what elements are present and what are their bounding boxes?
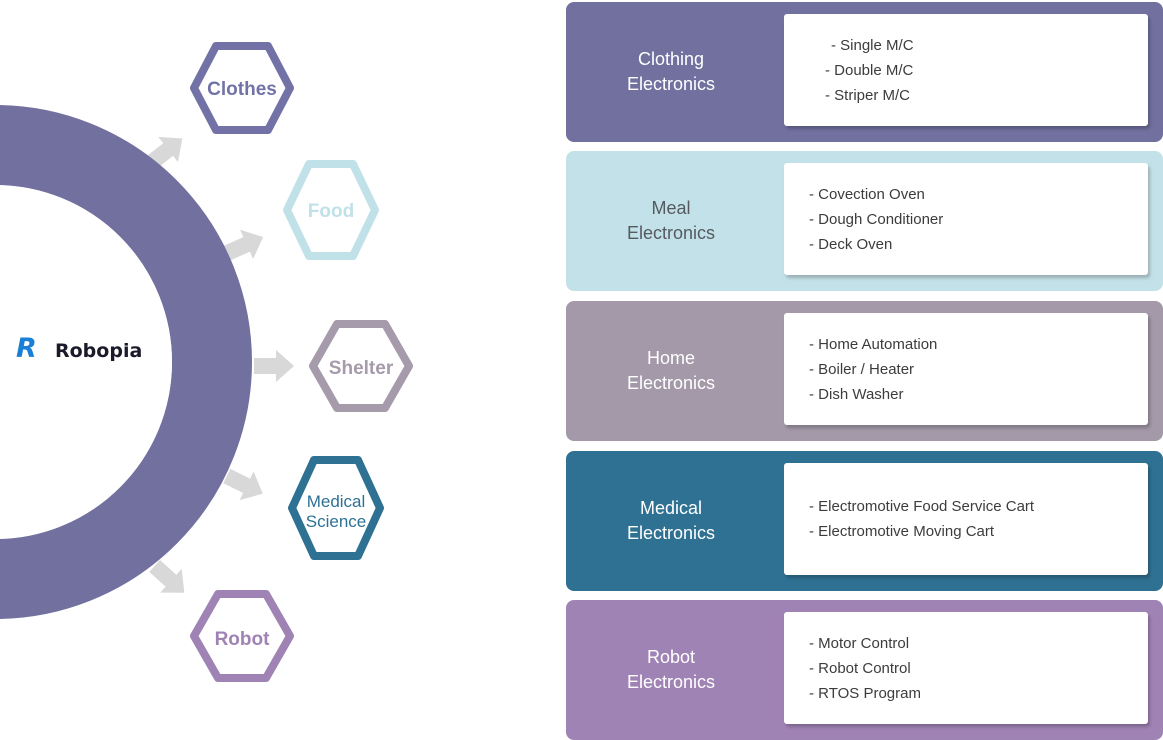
robopia-logo: R Robopia: [16, 333, 142, 364]
hexagon-robot-outline: [190, 590, 294, 682]
hexagon-shelter: Shelter: [309, 320, 413, 412]
category-item: - Dish Washer: [809, 385, 904, 403]
category-card-meal-electronics: Meal Electronics - Covection Oven - Doug…: [566, 151, 1163, 291]
category-card-home-electronics: Home Electronics - Home Automation - Boi…: [566, 301, 1163, 441]
category-title-line: Meal: [651, 198, 691, 218]
hexagon-food-label: Food: [308, 201, 354, 222]
hexagon-medical-science: Medical Science: [288, 456, 384, 560]
category-title-line: Electronics: [626, 74, 716, 94]
category-title-line: Electronics: [626, 523, 716, 543]
category-card-medical-electronics: Medical Electronics - Electromotive Food…: [566, 451, 1163, 591]
arrows-group: [145, 136, 294, 593]
hexagon-clothes-outline: [190, 42, 294, 134]
category-title-line: Clothing: [637, 49, 705, 69]
category-item: - Double M/C: [825, 61, 914, 79]
category-title-line: Electronics: [626, 672, 716, 692]
category-item: - RTOS Program: [809, 684, 921, 702]
category-items-panel: - Electromotive Food Service Cart - Elec…: [784, 463, 1148, 575]
arrow-to-shelter-icon: [254, 350, 294, 382]
center-disc: [0, 185, 172, 539]
category-title-line: Robot: [646, 647, 696, 667]
hexagon-medical-science-label-line-2: Science: [306, 512, 366, 531]
business-area-diagram: R Robopia Clothes Food Shelter Medical S…: [0, 42, 413, 682]
hexagon-food-outline: [283, 160, 379, 260]
category-title-line: Electronics: [626, 373, 716, 393]
category-items-panel: - Home Automation - Boiler / Heater - Di…: [784, 313, 1148, 425]
hexagon-food: Food: [283, 160, 379, 260]
hexagon-shelter-outline: [309, 320, 413, 412]
hexagons-group: Clothes Food Shelter Medical Science Rob…: [190, 42, 413, 682]
category-items-panel: - Motor Control - Robot Control - RTOS P…: [784, 612, 1148, 724]
category-items-panel: - Covection Oven - Dough Conditioner - D…: [784, 163, 1148, 275]
category-item: - Robot Control: [809, 659, 911, 677]
category-title-line: Medical: [639, 498, 703, 518]
category-card-clothing-electronics: Clothing Electronics - Single M/C - Doub…: [566, 2, 1163, 142]
category-item: - Electromotive Moving Cart: [809, 523, 995, 540]
category-card-robot-electronics: Robot Electronics - Motor Control - Robo…: [566, 600, 1163, 740]
category-item: - Home Automation: [809, 335, 938, 353]
category-title: Robot Electronics: [566, 600, 776, 740]
hexagon-robot: Robot: [190, 590, 294, 682]
category-title: Medical Electronics: [566, 451, 776, 591]
category-title: Home Electronics: [566, 301, 776, 441]
logo-mark-icon: R: [16, 333, 37, 364]
hexagon-medical-science-outline: [288, 456, 384, 560]
logo-name: Robopia: [55, 340, 142, 362]
category-items-panel: - Single M/C - Double M/C - Striper M/C: [784, 14, 1148, 126]
arrow-to-medical-science-icon: [223, 468, 263, 501]
category-title: Meal Electronics: [566, 151, 776, 291]
hexagon-robot-label: Robot: [215, 629, 271, 650]
ring-group: [0, 105, 252, 619]
category-item: - Covection Oven: [809, 185, 925, 203]
category-item: - Deck Oven: [809, 235, 893, 253]
category-title: Clothing Electronics: [566, 2, 776, 142]
hexagon-shelter-label: Shelter: [329, 358, 394, 379]
hexagon-clothes: Clothes: [190, 42, 294, 134]
arrow-to-robot-icon: [149, 560, 185, 593]
category-title-line: Electronics: [626, 223, 716, 243]
category-item: - Motor Control: [809, 634, 910, 652]
arrow-to-food-icon: [223, 229, 264, 261]
category-item: - Single M/C: [831, 36, 914, 54]
category-item: - Dough Conditioner: [809, 210, 944, 228]
category-item: - Striper M/C: [825, 86, 911, 104]
category-title-line: Home: [646, 348, 695, 368]
hexagon-clothes-label: Clothes: [207, 79, 277, 100]
category-item: - Electromotive Food Service Cart: [809, 498, 1035, 515]
center-ring: [0, 105, 252, 619]
hexagon-medical-science-label-line-1: Medical: [307, 492, 366, 511]
category-item: - Boiler / Heater: [809, 360, 915, 378]
